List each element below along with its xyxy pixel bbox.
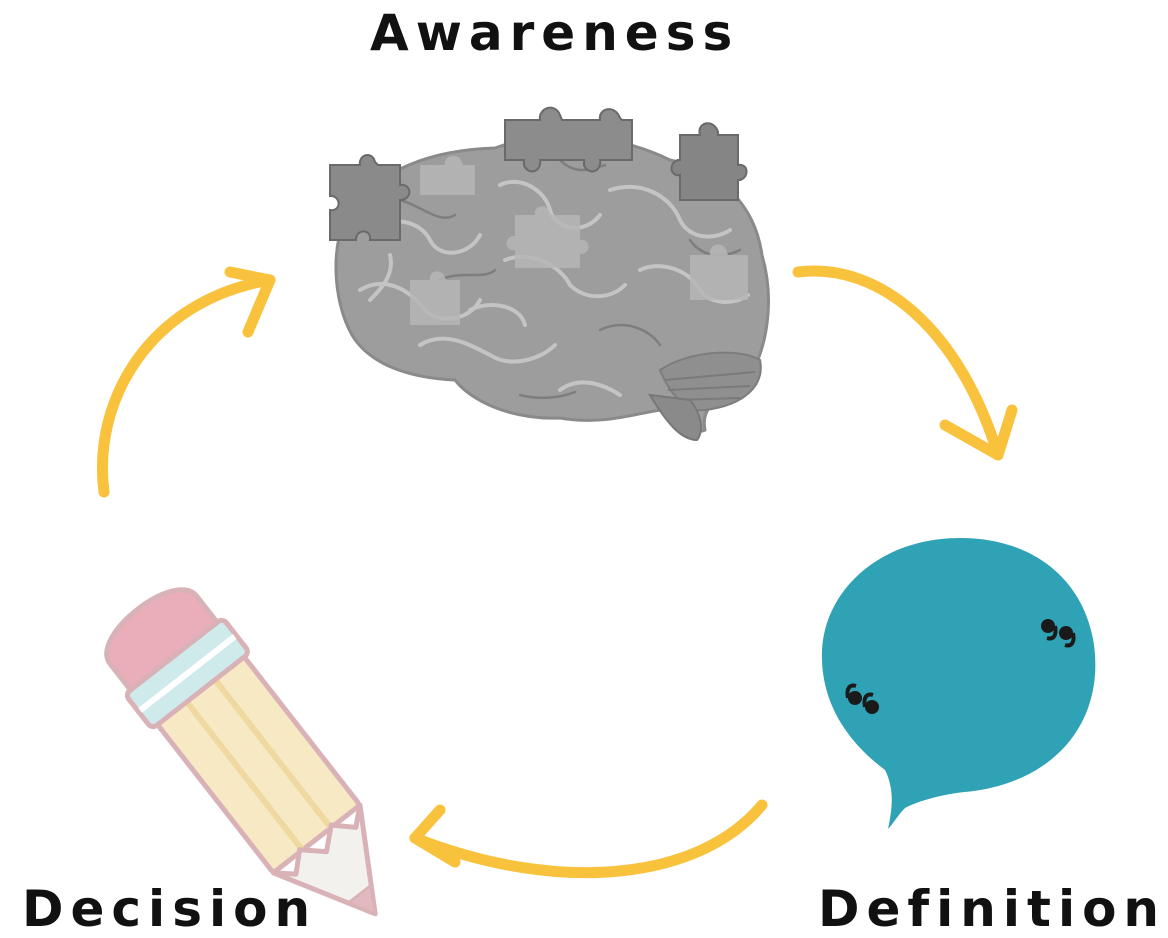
pencil-icon [104,587,378,917]
speech-bubble-icon [821,538,1096,829]
quote-marks-icon [845,619,1076,714]
stage-label-definition: Definition [818,880,1167,938]
brain-puzzle-icon [329,106,770,442]
curved-arrow-icon [97,266,276,498]
stage-label-decision: Decision [22,880,318,938]
curved-arrow-icon [409,799,768,879]
curved-arrow-icon [792,265,1018,461]
stage-label-awareness: Awareness [370,4,740,62]
